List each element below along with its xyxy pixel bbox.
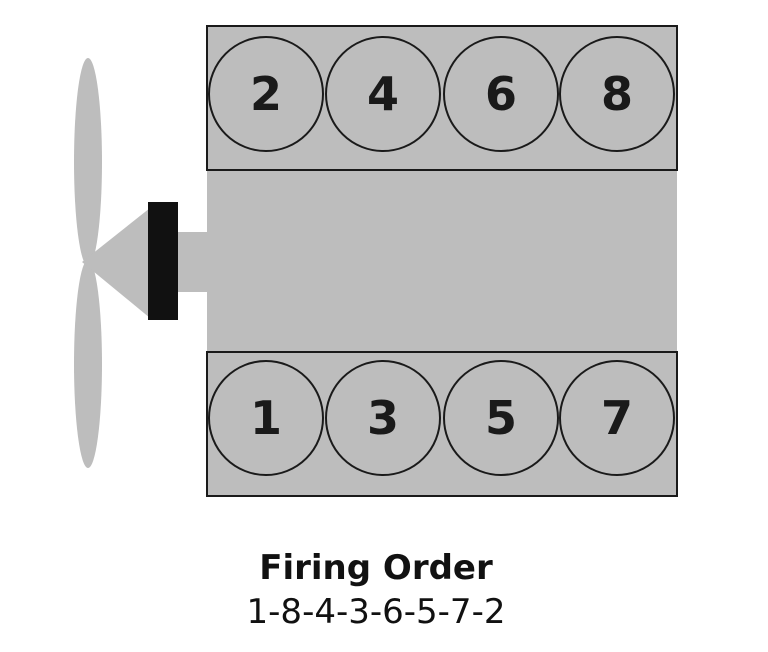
fan-icon [74, 58, 210, 468]
cylinder: 1 [208, 360, 324, 476]
fan-blade-top [74, 58, 102, 266]
cylinder-bank-bottom: 1 3 5 7 [206, 351, 678, 497]
fan-blade-bottom [74, 260, 102, 468]
cylinder-number: 1 [250, 391, 282, 445]
cylinder-number: 4 [367, 67, 399, 121]
firing-order-sequence: 1-8-4-3-6-5-7-2 [246, 592, 506, 632]
cylinder: 8 [559, 36, 675, 152]
firing-order-title: Firing Order [259, 548, 493, 588]
cylinder-number: 6 [485, 67, 517, 121]
pulley-icon [148, 202, 178, 320]
cylinder-bank-top: 2 4 6 8 [206, 25, 678, 171]
cylinder: 4 [325, 36, 441, 152]
cylinder-number: 5 [485, 391, 517, 445]
cylinder-number: 3 [367, 391, 399, 445]
cylinder: 2 [208, 36, 324, 152]
cylinder-number: 2 [250, 67, 282, 121]
cylinder-number: 8 [601, 67, 633, 121]
engine-block-center [207, 168, 677, 354]
cylinder: 7 [559, 360, 675, 476]
fan-shaft [176, 232, 210, 292]
cylinder: 5 [443, 360, 559, 476]
cylinder: 6 [443, 36, 559, 152]
cylinder-number: 7 [601, 391, 633, 445]
cylinder: 3 [325, 360, 441, 476]
fan-hub-cone [82, 208, 150, 318]
